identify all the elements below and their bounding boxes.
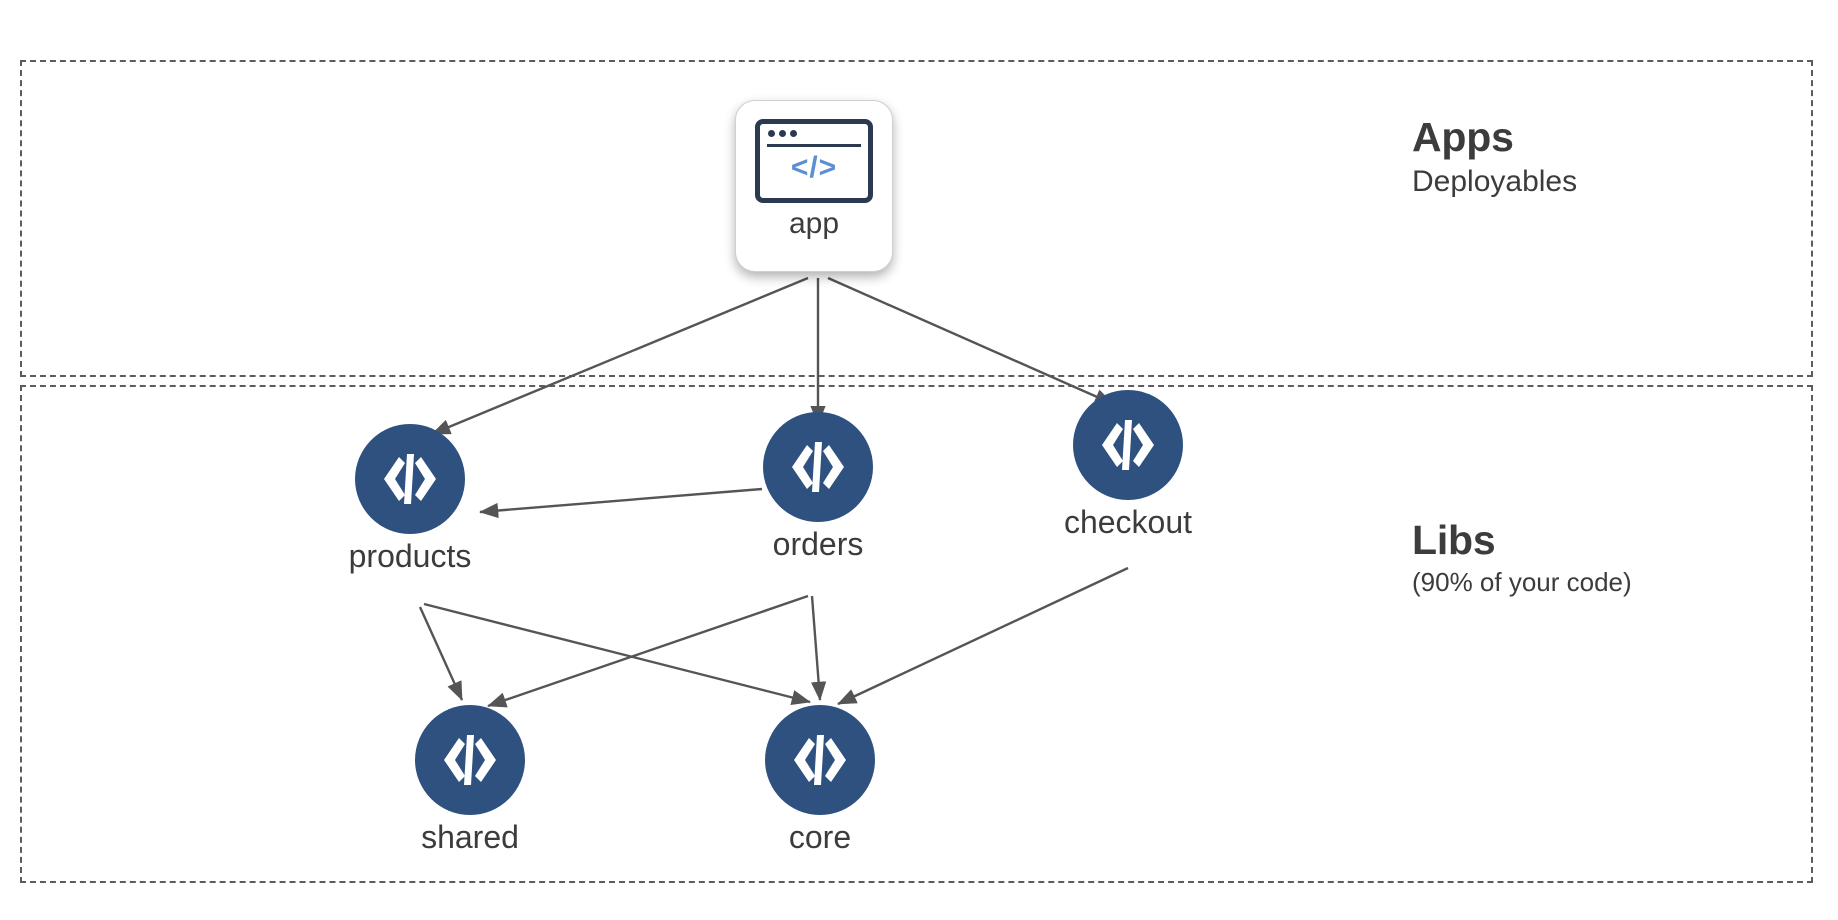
node-orders-label: orders	[772, 526, 864, 562]
browser-dots-icon	[768, 130, 797, 137]
code-icon	[765, 705, 875, 815]
node-core[interactable]: core	[765, 705, 875, 853]
code-icon	[1073, 390, 1183, 500]
node-checkout[interactable]: checkout	[1064, 390, 1192, 538]
node-shared-label: shared	[421, 819, 519, 855]
zone-libs-subtitle: (90% of your code)	[1412, 567, 1632, 598]
code-icon	[763, 412, 873, 522]
zone-libs-title: Libs	[1412, 517, 1496, 563]
node-products[interactable]: products	[349, 424, 471, 572]
browser-rule	[767, 144, 861, 147]
zone-apps-title: Apps	[1412, 114, 1514, 160]
node-checkout-label: checkout	[1063, 504, 1193, 540]
zone-apps-subtitle: Deployables	[1412, 165, 1578, 199]
code-icon	[415, 705, 525, 815]
node-app-label: app	[788, 207, 840, 240]
zone-apps	[20, 60, 1813, 377]
zone-apps-caption: Apps Deployables	[1412, 114, 1578, 201]
browser-code-icon: </>	[755, 119, 873, 203]
code-glyph: </>	[790, 151, 838, 184]
code-icon	[355, 424, 465, 534]
node-products-label: products	[348, 538, 472, 574]
zone-libs	[20, 385, 1813, 883]
node-orders[interactable]: orders	[763, 412, 873, 560]
node-app[interactable]: </> app	[735, 100, 893, 272]
node-core-label: core	[788, 819, 852, 855]
node-shared[interactable]: shared	[415, 705, 525, 853]
zone-libs-caption: Libs (90% of your code)	[1412, 517, 1632, 599]
